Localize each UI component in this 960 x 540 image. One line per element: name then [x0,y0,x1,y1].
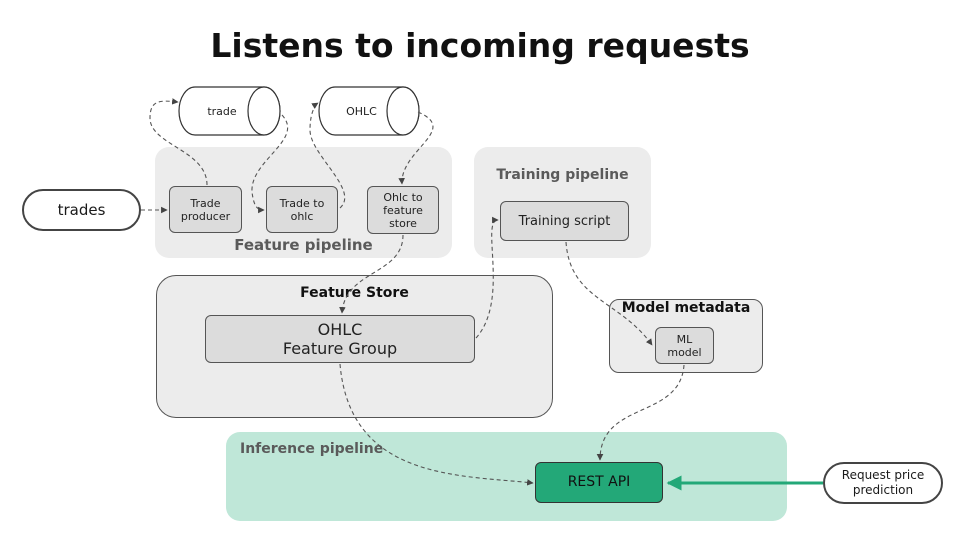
trade-to-ohlc-node: Trade to ohlc [266,186,338,233]
feature-pipeline-title: Feature pipeline [234,236,373,254]
trade-producer-node: Trade producer [169,186,242,233]
trades-source-pill: trades [22,189,141,231]
rest-api-node: REST API [535,462,663,503]
ml-model-node: ML model [655,327,714,364]
training-script-node: Training script [500,201,629,241]
feature-store-title: Feature Store [300,285,409,301]
inference-pipeline-title: Inference pipeline [240,441,384,457]
ohlc-to-feature-store-node: Ohlc to feature store [367,186,439,234]
ohlc-feature-group-node: OHLC Feature Group [205,315,475,363]
model-metadata-title: Model metadata [621,300,751,316]
trade-topic-label: trade [207,104,237,118]
page-title: Listens to incoming requests [210,26,750,65]
ohlc-topic-label: OHLC [346,104,377,118]
request-price-prediction-pill: Request price prediction [823,462,943,504]
training-pipeline-title: Training pipeline [496,167,629,183]
